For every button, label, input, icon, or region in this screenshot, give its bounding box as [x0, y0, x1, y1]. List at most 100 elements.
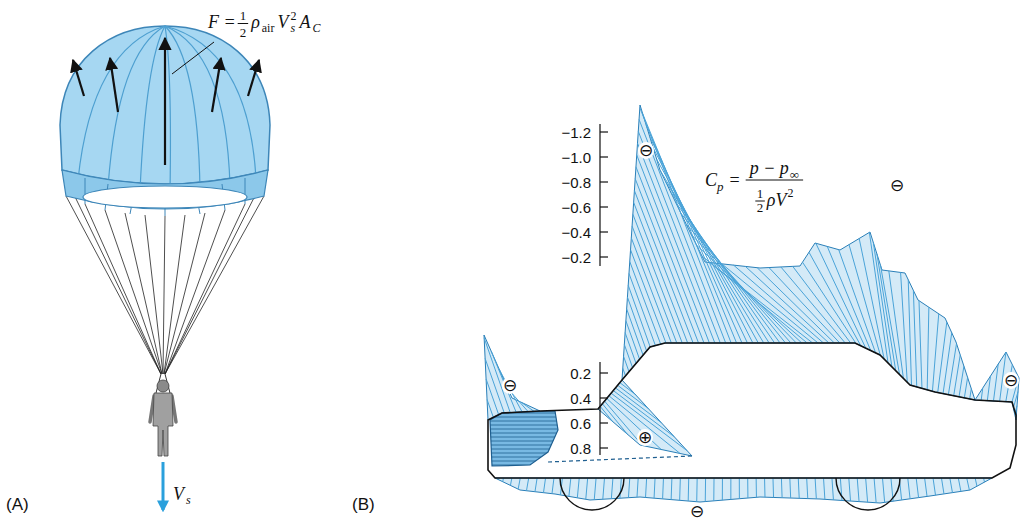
- hatch-line: [486, 379, 499, 415]
- panel-label: (A): [6, 496, 29, 513]
- hatch-line: [908, 478, 910, 499]
- skydiver-figure: [150, 374, 176, 456]
- formula-text: =: [730, 171, 740, 189]
- hatch-line: [485, 453, 565, 454]
- hatch-line: [688, 478, 690, 501]
- hatch-line: [877, 254, 896, 371]
- suspension-line: [165, 204, 245, 374]
- pressure-sign: ⊖: [502, 377, 518, 394]
- hatch-line: [713, 478, 714, 501]
- hatch-line: [653, 148, 753, 343]
- axis-tick-label: −1.2: [561, 125, 591, 140]
- velocity-arrow: [162, 462, 165, 510]
- hatch-line: [809, 252, 861, 346]
- suspension-line: [85, 204, 161, 374]
- hatch-line: [624, 344, 632, 367]
- hatch-line: [815, 478, 816, 499]
- hatch-line: [518, 478, 520, 489]
- hatch-line: [730, 478, 731, 499]
- hatch-line: [1013, 392, 1018, 408]
- hatch-line: [609, 396, 680, 454]
- suspension-line: [145, 215, 163, 374]
- hatch-line: [485, 437, 565, 438]
- hatch-line: [485, 429, 565, 430]
- axis-tick-label: 0.6: [570, 416, 591, 431]
- parachute-canopy: [60, 26, 270, 216]
- hatch-line: [772, 478, 774, 497]
- hatch-line: [769, 268, 840, 343]
- hatch-line: [993, 364, 998, 401]
- hatch-line: [839, 250, 876, 353]
- pressure-sign: ⊖: [689, 503, 705, 520]
- hatch-line: [660, 171, 763, 343]
- pressure-sign: ⊖: [889, 177, 905, 194]
- fraction-bars: [238, 24, 803, 202]
- force-arrow: [110, 58, 118, 112]
- hatch-line: [569, 478, 571, 496]
- velocity-symbol: V: [173, 485, 184, 503]
- formula-subscript: air: [262, 22, 275, 34]
- hatch-line: [764, 478, 765, 497]
- suspension-line: [164, 215, 185, 374]
- hatch-line: [849, 478, 851, 501]
- formula-subscript: p: [717, 180, 724, 193]
- hatch-line: [932, 314, 938, 391]
- hatch-line: [710, 263, 813, 343]
- axis-tick-label: −0.4: [561, 225, 591, 240]
- hatch-line: [586, 478, 588, 499]
- formula-symbol: ρ: [251, 13, 260, 31]
- hatch-line: [873, 243, 892, 367]
- axis-tick-label: 0.8: [570, 441, 591, 456]
- hatch-line: [487, 399, 493, 417]
- fraction-digit: 2: [757, 201, 764, 214]
- hatch-line: [824, 478, 825, 499]
- hatch-line: [615, 388, 661, 423]
- hatch-line: [485, 433, 565, 434]
- axis-tick-label: 0.4: [570, 391, 591, 406]
- pressure-region: [622, 105, 975, 400]
- hatch-line: [510, 478, 511, 485]
- pressure-sign: ⊕: [637, 429, 653, 446]
- pressure-envelope: [495, 478, 992, 503]
- axis-tick: [600, 256, 608, 257]
- hatch-line: [620, 478, 621, 498]
- panel-label: (B): [352, 496, 375, 513]
- hatch-line: [485, 461, 565, 462]
- body: [153, 393, 173, 456]
- hatch-line: [798, 478, 800, 498]
- hatch-line: [628, 285, 650, 347]
- axis-tick-label: −0.6: [561, 200, 591, 215]
- formula-symbol: V: [277, 13, 288, 31]
- hatch-line: [913, 290, 916, 387]
- hatch-line: [552, 478, 554, 494]
- hatch-line: [521, 402, 534, 411]
- hatch-line: [874, 478, 876, 503]
- hatch-line: [933, 478, 935, 495]
- dashed-envelope: [548, 456, 692, 462]
- pressure-region: [495, 478, 992, 503]
- leader-line: [172, 42, 214, 74]
- formula-text: F =: [208, 13, 236, 31]
- canopy-skirt: [62, 170, 268, 209]
- hatch-line: [745, 266, 829, 343]
- hatch-line: [535, 478, 537, 492]
- hatch-line: [624, 356, 629, 371]
- hatch-line: [739, 478, 740, 499]
- formula-exponent: 2: [290, 10, 296, 22]
- hatch-line: [919, 301, 922, 389]
- hatch-line: [958, 478, 961, 491]
- hatch-line: [950, 478, 953, 493]
- hatch-line: [646, 125, 742, 343]
- hatch-line: [631, 238, 671, 343]
- suspension-line: [163, 216, 165, 374]
- hatch-line: [485, 417, 565, 418]
- hatch-line: [485, 457, 565, 458]
- canopy-gore: [140, 26, 165, 191]
- hatch-line: [882, 478, 884, 502]
- hatch-line: [611, 478, 613, 499]
- axis-line: [599, 124, 600, 455]
- hatch-line: [485, 441, 565, 442]
- suspension-line: [105, 210, 162, 374]
- hatch-line: [705, 478, 706, 502]
